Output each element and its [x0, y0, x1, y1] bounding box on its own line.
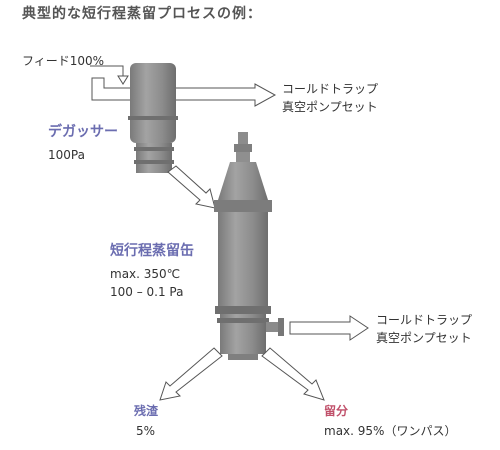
- cold-trap-top-line2: 真空ポンプセット: [282, 100, 378, 114]
- feed-arrow: [90, 65, 129, 85]
- residue-value: 5%: [136, 424, 156, 438]
- short-path-still: [214, 132, 284, 360]
- degasser-vessel: [128, 63, 178, 173]
- still-temp: max. 350℃: [110, 267, 181, 281]
- degasser-pressure: 100Pa: [48, 148, 85, 162]
- residue-label: 残渣: [134, 404, 159, 418]
- distillate-value: max. 95%（ワンパス）: [324, 424, 457, 438]
- degasser-to-still-arrow: [167, 165, 216, 209]
- degasser-vapor-arrow: [91, 77, 277, 107]
- feed-label: フィード100%: [22, 54, 105, 68]
- still-pressure: 100 – 0.1 Pa: [110, 285, 184, 299]
- diagram-title: 典型的な短行程蒸留プロセスの例：: [22, 6, 262, 22]
- cold-trap-top-line1: コールドトラップ: [282, 82, 379, 96]
- degasser-label: デガッサー: [48, 124, 118, 140]
- cold-trap-right-line1: コールドトラップ: [376, 313, 473, 327]
- still-label: 短行程蒸留缶: [110, 243, 194, 259]
- residue-arrow: [159, 347, 223, 401]
- distillate-arrow: [261, 347, 325, 401]
- still-vapor-arrow: [289, 315, 369, 341]
- cold-trap-right-line2: 真空ポンプセット: [376, 331, 472, 345]
- distillate-label: 留分: [324, 404, 349, 418]
